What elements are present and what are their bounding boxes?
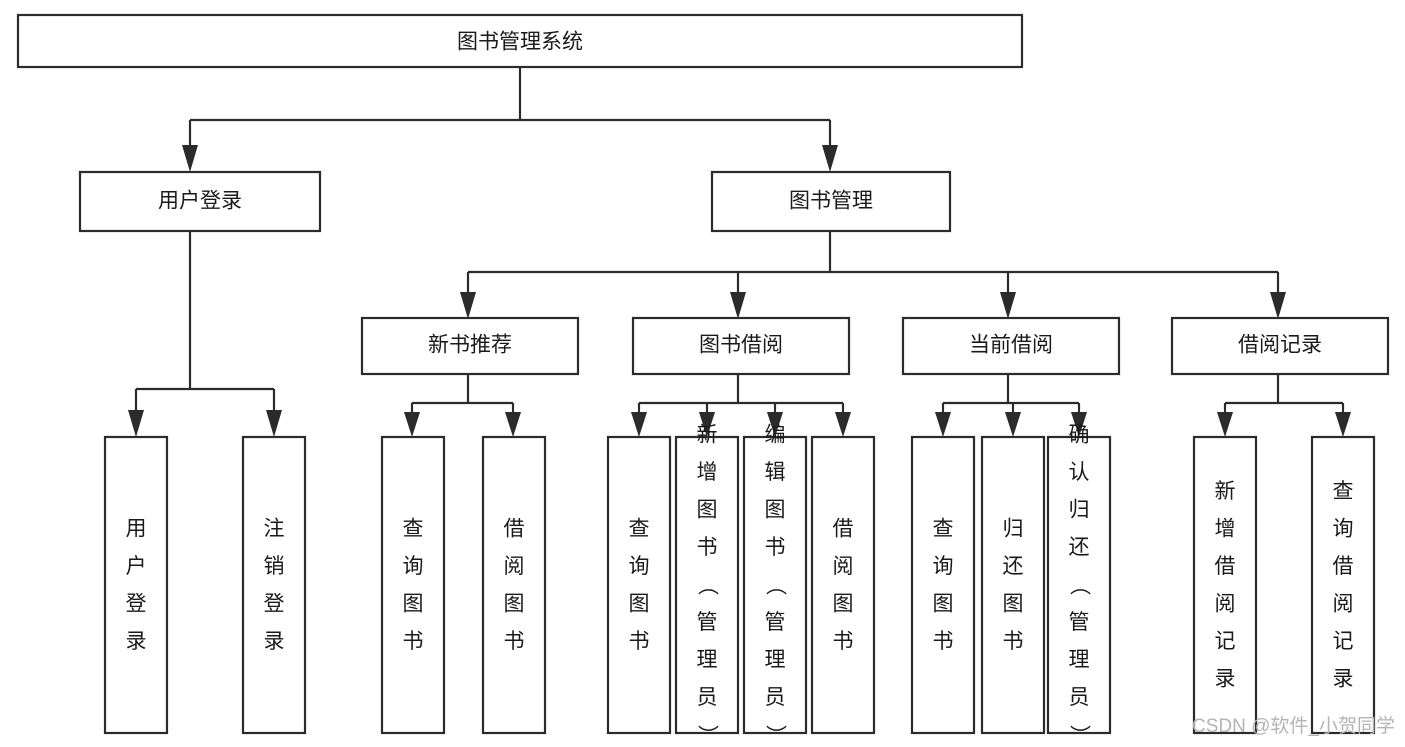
leaf-borrow-record-0-box[interactable] [1192, 435, 1258, 735]
leaf-user-login-1-box[interactable] [241, 435, 307, 735]
arrow-bookmgmt-child-2 [1000, 292, 1016, 319]
leaf-book-borrow-1[interactable]: 新增图书管理员 （ ） [674, 424, 740, 746]
leaf-book-borrow-2-label: 编辑图书管理员 [765, 424, 786, 710]
node-user-login-label: 用户登录 [158, 190, 242, 213]
arrow-bookmgmt-child-1 [730, 292, 746, 319]
node-user-login[interactable]: 用户登录 [78, 170, 322, 233]
node-new-book-recommend-label: 新书推荐 [428, 334, 512, 357]
leaf-user-login-0[interactable]: 用户登录 [103, 435, 169, 735]
leaf-current-borrow-0[interactable]: 查询图书 [910, 435, 976, 735]
leaf-book-borrow-0[interactable]: 查询图书 [606, 435, 672, 735]
leaf-current-borrow-2-label: 确认归还管理员 [1069, 424, 1090, 710]
vertical-char-rotated: （ [696, 575, 719, 596]
leaf-user-login-1-label: 注销登录 [264, 517, 285, 653]
leaf-book-borrow-1-box[interactable] [674, 435, 740, 735]
arrow-current-leaf-2 [1071, 412, 1087, 437]
node-current-borrow[interactable]: 当前借阅 [901, 316, 1121, 376]
leaf-new-book-1-label: 借阅图书 [504, 517, 525, 653]
leaf-borrow-record-0[interactable]: 新增借阅记录 [1192, 435, 1258, 735]
arrow-bookmgmt-child-3 [1270, 292, 1286, 319]
arrow-root-to-bookmgmt [822, 145, 838, 172]
connector-layer [128, 67, 1351, 437]
node-book-borrow[interactable]: 图书借阅 [631, 316, 851, 376]
node-borrow-record-box[interactable] [1170, 316, 1390, 376]
leaf-borrow-record-1-box[interactable] [1310, 435, 1376, 735]
leaf-current-borrow-2[interactable]: 确认归还管理员 （ ） [1046, 424, 1112, 746]
node-current-borrow-box[interactable] [901, 316, 1121, 376]
leaf-book-borrow-3-label: 借阅图书 [833, 517, 854, 653]
arrow-bookmgmt-child-0 [460, 292, 476, 319]
node-book-management-label: 图书管理 [789, 190, 873, 213]
node-book-borrow-box[interactable] [631, 316, 851, 376]
arrow-newbook-leaf-1 [505, 412, 521, 437]
vertical-char-rotated: ） [764, 725, 787, 746]
vertical-char-rotated: （ [764, 575, 787, 596]
arrow-current-leaf-0 [935, 412, 951, 437]
leaf-book-borrow-3-box[interactable] [810, 435, 876, 735]
node-new-book-recommend-box[interactable] [360, 316, 580, 376]
node-book-management[interactable]: 图书管理 [710, 170, 952, 233]
leaf-book-borrow-3[interactable]: 借阅图书 [810, 435, 876, 735]
arrow-borrow-leaf-0 [631, 412, 647, 437]
node-root[interactable]: 图书管理系统 [16, 13, 1024, 69]
arrow-borrow-leaf-1 [699, 412, 715, 437]
leaf-current-borrow-2-box[interactable] [1046, 435, 1112, 735]
node-new-book-recommend[interactable]: 新书推荐 [360, 316, 580, 376]
leaf-user-login-0-box[interactable] [103, 435, 169, 735]
leaf-new-book-1[interactable]: 借阅图书 [481, 435, 547, 735]
leaf-book-borrow-2[interactable]: 编辑图书管理员 （ ） [742, 424, 808, 746]
leaf-new-book-0-label: 查询图书 [403, 517, 424, 653]
node-root-label: 图书管理系统 [457, 31, 583, 54]
leaf-book-borrow-1-label: 新增图书管理员 [697, 424, 718, 710]
arrow-record-leaf-1 [1335, 412, 1351, 437]
vertical-char-rotated: （ [1068, 575, 1091, 596]
leaf-borrow-record-1-label: 查询借阅记录 [1333, 480, 1354, 691]
node-borrow-record[interactable]: 借阅记录 [1170, 316, 1390, 376]
leaf-book-borrow-0-label: 查询图书 [629, 517, 650, 653]
arrow-login-leaf-0 [128, 410, 144, 437]
arrow-login-leaf-1 [266, 410, 282, 437]
leaf-book-borrow-2-box[interactable] [742, 435, 808, 735]
node-user-login-box[interactable] [78, 170, 322, 233]
leaf-new-book-0-box[interactable] [380, 435, 446, 735]
node-current-borrow-label: 当前借阅 [969, 334, 1053, 357]
leaf-borrow-record-0-label: 新增借阅记录 [1215, 480, 1236, 691]
arrow-borrow-leaf-2 [767, 412, 783, 437]
leaf-current-borrow-1-box[interactable] [980, 435, 1046, 735]
node-book-management-box[interactable] [710, 170, 952, 233]
leaf-current-borrow-0-box[interactable] [910, 435, 976, 735]
arrow-newbook-leaf-0 [404, 412, 420, 437]
vertical-char-rotated: ） [1068, 725, 1091, 746]
leaf-current-borrow-0-label: 查询图书 [933, 517, 954, 653]
leaf-borrow-record-1[interactable]: 查询借阅记录 [1310, 435, 1376, 735]
leaf-current-borrow-1[interactable]: 归还图书 [980, 435, 1046, 735]
arrow-root-to-login [182, 145, 198, 172]
leaf-new-book-0[interactable]: 查询图书 [380, 435, 446, 735]
arrow-current-leaf-1 [1005, 412, 1021, 437]
leaf-user-login-1[interactable]: 注销登录 [241, 435, 307, 735]
node-borrow-record-label: 借阅记录 [1238, 334, 1322, 357]
arrow-borrow-leaf-3 [835, 412, 851, 437]
leaf-current-borrow-1-label: 归还图书 [1003, 517, 1024, 653]
leaf-book-borrow-0-box[interactable] [606, 435, 672, 735]
node-book-borrow-label: 图书借阅 [699, 334, 783, 357]
node-root-box[interactable] [16, 13, 1024, 69]
vertical-char-rotated: ） [696, 725, 719, 746]
leaf-new-book-1-box[interactable] [481, 435, 547, 735]
leaf-user-login-0-label: 用户登录 [126, 517, 147, 653]
watermark-label: CSDN @软件_小贺同学 [1192, 715, 1395, 737]
arrow-record-leaf-0 [1217, 412, 1233, 437]
